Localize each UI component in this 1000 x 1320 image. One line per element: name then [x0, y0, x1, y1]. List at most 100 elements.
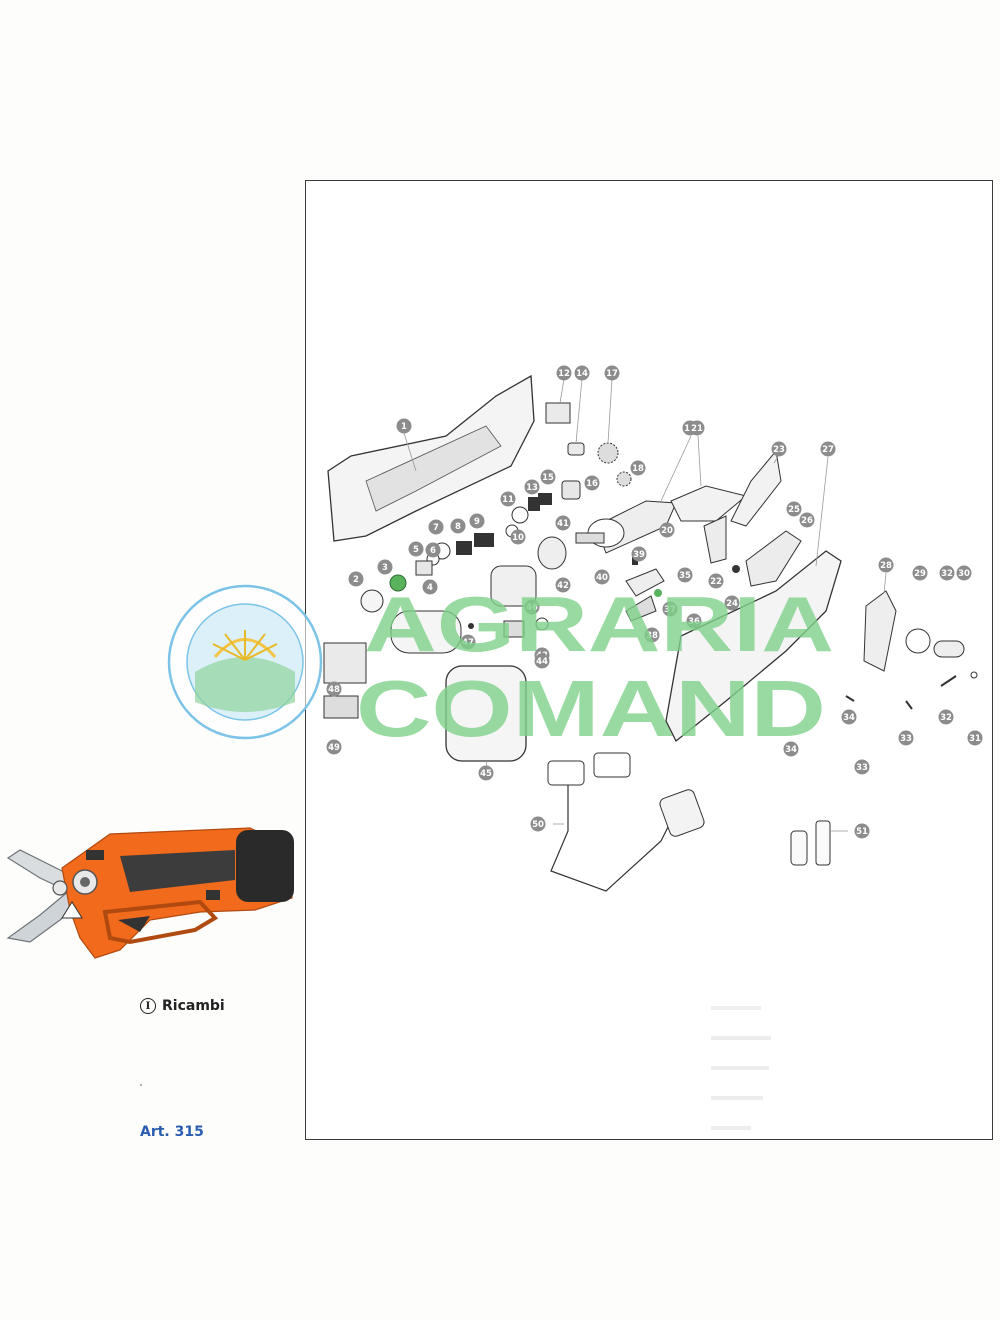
callout-badge: [631, 546, 647, 562]
callout-10: 10: [510, 529, 526, 545]
callout-number: 20: [661, 526, 673, 536]
callout-badge: [422, 579, 438, 595]
part-30: [933, 640, 965, 658]
callout-badge: [604, 365, 620, 381]
callout-badge: [555, 515, 571, 531]
part-2: [360, 589, 384, 613]
callout-8: 8: [450, 518, 466, 534]
callout-number: 50: [532, 820, 544, 830]
callout-number: 34: [785, 745, 797, 755]
callout-2: 2: [348, 571, 364, 587]
callout-badge: [898, 730, 914, 746]
callout-38: 38: [644, 627, 660, 643]
callout-4: 4: [422, 579, 438, 595]
part-12: [545, 402, 571, 424]
callout-badge: [460, 634, 476, 650]
part-43: [535, 617, 549, 631]
callout-badge: [425, 542, 441, 558]
callout-badge: [396, 418, 412, 434]
callout-badge: [783, 741, 799, 757]
callout-number: 46: [526, 603, 538, 613]
callout-number: 12: [558, 369, 570, 379]
callout-32: 32: [938, 709, 954, 725]
callout-number: 40: [596, 573, 608, 583]
callout-48: 48: [326, 681, 342, 697]
callout-number: 4: [427, 583, 433, 593]
callout-32: 32: [939, 565, 955, 581]
callout-number: 1: [401, 422, 407, 432]
callout-badge: [689, 420, 705, 436]
callout-number: 23: [773, 445, 785, 455]
callout-badge: [348, 571, 364, 587]
callout-badge: [584, 475, 600, 491]
callout-number: 35: [679, 571, 691, 581]
battery-pack: [236, 830, 294, 902]
callout-33: 33: [898, 730, 914, 746]
callout-badge: [326, 681, 342, 697]
callout-17: 17: [604, 365, 620, 381]
callout-3: 3: [377, 559, 393, 575]
callout-15: 15: [540, 469, 556, 485]
callout-30: 30: [956, 565, 972, 581]
callout-badge: [662, 601, 678, 617]
callout-badge: [956, 565, 972, 581]
callout-badge: [510, 529, 526, 545]
callout-badge: [799, 512, 815, 528]
callout-42: 42: [555, 577, 571, 593]
callout-badge: [854, 823, 870, 839]
callout-33: 33: [854, 759, 870, 775]
callout-36: 36: [686, 613, 702, 629]
callout-50: 50: [530, 816, 546, 832]
callout-49: 49: [326, 739, 342, 755]
callout-number: 16: [586, 479, 598, 489]
callout-28: 28: [878, 557, 894, 573]
callout-39: 39: [631, 546, 647, 562]
watermark-line1: AGRARIA: [364, 580, 834, 668]
callout-badge: [469, 513, 485, 529]
callout-badge: [534, 653, 550, 669]
part-50-cable: [550, 785, 672, 892]
callout-badge: [540, 469, 556, 485]
callout-badge: [408, 541, 424, 557]
watermark-logo-badge: [167, 584, 323, 740]
part-51-grease: [815, 820, 831, 866]
callout-badge: [524, 479, 540, 495]
callout-21: 21: [689, 420, 705, 436]
callout-29: 29: [912, 565, 928, 581]
part-40: [625, 568, 665, 597]
exploded-diagram-frame: 1234567891011121314151617181920212223242…: [44, 180, 993, 1140]
part-42: [537, 536, 567, 570]
part-8: [456, 541, 472, 555]
callout-badge: [524, 599, 540, 615]
trigger: [118, 916, 150, 932]
part-motor: [390, 610, 462, 654]
part-47: [468, 623, 474, 629]
callout-badge: [786, 501, 802, 517]
callout-13: 13: [524, 479, 540, 495]
callout-23: 23: [771, 441, 787, 457]
callout-number: 13: [526, 483, 538, 493]
callout-51: 51: [854, 823, 870, 839]
part-32: [940, 675, 957, 687]
part-33: [905, 700, 913, 710]
callout-14: 14: [574, 365, 590, 381]
callout-45: 45: [478, 765, 494, 781]
watermark-line2: COMAND: [356, 664, 826, 753]
callout-number: 14: [576, 369, 588, 379]
part-44: [503, 620, 525, 638]
part-17: [597, 442, 619, 464]
callout-badge: [377, 559, 393, 575]
callout-34: 34: [841, 709, 857, 725]
pruning-shears-photo: [6, 827, 294, 959]
callout-46: 46: [524, 599, 540, 615]
callout-11: 11: [500, 491, 516, 507]
callout-7: 7: [428, 519, 444, 535]
callout-44: 44: [534, 653, 550, 669]
callout-number: 30: [958, 569, 970, 579]
part-18: [616, 471, 632, 487]
part-11: [511, 506, 529, 524]
callout-24: 24: [724, 595, 740, 611]
callout-number: 22: [710, 577, 722, 587]
left-column: I Ricambi Art. 315: [0, 0, 300, 1320]
